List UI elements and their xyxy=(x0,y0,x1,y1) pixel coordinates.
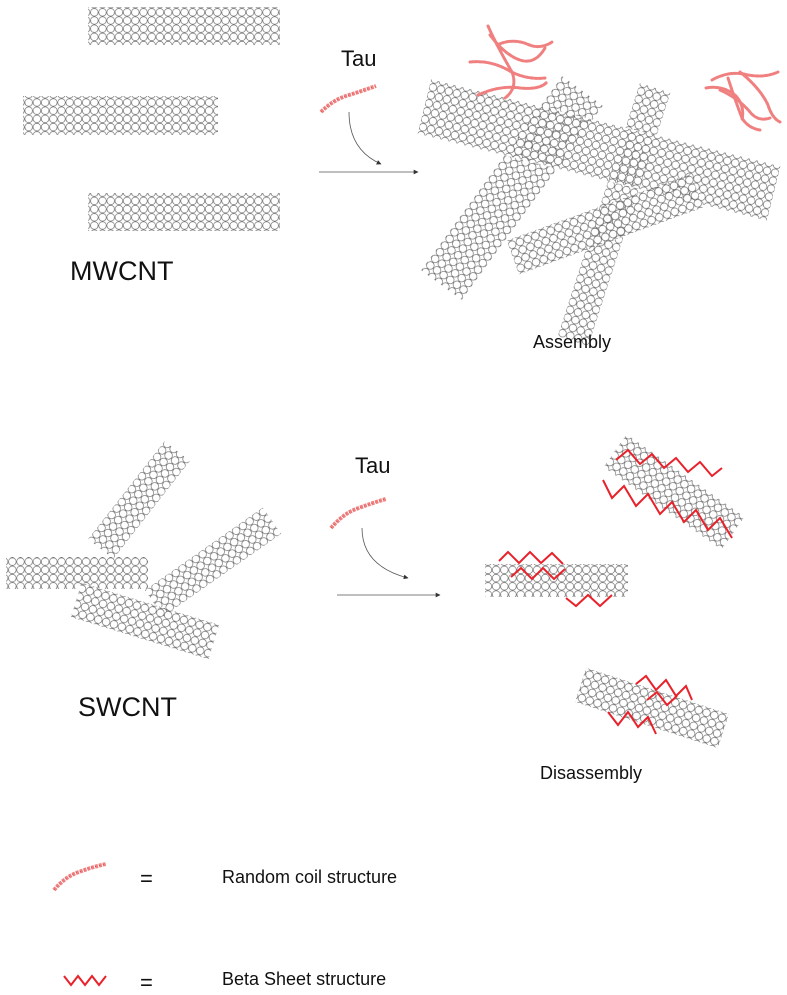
legend-equals-sign: = xyxy=(140,970,153,995)
swcnt-tube xyxy=(88,441,190,559)
beta-sheet xyxy=(510,566,566,581)
mwcnt-tube xyxy=(88,7,280,45)
assembly-tube xyxy=(417,79,781,221)
bottom-tau-label: Tau xyxy=(355,453,391,478)
mwcnt-label: MWCNT xyxy=(70,256,174,286)
beta-sheet xyxy=(565,593,613,608)
legend-equals-sign: = xyxy=(140,866,153,891)
mwcnt-tubes xyxy=(23,7,280,231)
beta-sheets xyxy=(498,448,733,735)
assembly-tube xyxy=(506,173,704,275)
top-curved-arrow xyxy=(348,111,382,165)
random-coil-icon xyxy=(52,862,107,892)
random-coil-icon xyxy=(329,497,387,530)
disassembly-tube xyxy=(575,667,729,749)
bottom-curved-arrow xyxy=(361,527,409,580)
swcnt-tube xyxy=(144,507,282,617)
assembly-label: Assembly xyxy=(533,332,612,352)
disassembly-label: Disassembly xyxy=(540,763,643,783)
beta-sheet xyxy=(498,550,564,565)
random-coil-icon xyxy=(319,84,377,114)
legend-random-coil-label: Random coil structure xyxy=(222,867,398,887)
beta-sheet xyxy=(646,690,678,707)
bottom-tau-coil xyxy=(329,497,387,530)
top-tau-label: Tau xyxy=(341,46,377,71)
mwcnt-tube xyxy=(23,96,218,135)
disassembly-tubes xyxy=(485,434,745,749)
beta-sheet xyxy=(635,674,693,701)
assembly-tubes xyxy=(417,76,781,346)
beta-sheet xyxy=(615,448,723,478)
disassembly-tube xyxy=(485,564,628,597)
beta-sheet-icon xyxy=(63,974,107,987)
beta-sheet xyxy=(602,479,733,539)
assembly-coils xyxy=(468,24,782,132)
swcnt-tube xyxy=(6,557,148,589)
top-tau-coil xyxy=(319,84,377,114)
legend-beta-sheet-label: Beta Sheet structure xyxy=(222,969,387,989)
mwcnt-tube xyxy=(88,193,280,231)
legend-random-coil-symbol xyxy=(52,862,107,892)
swcnt-label: SWCNT xyxy=(78,692,177,722)
beta-sheet xyxy=(607,710,657,735)
swcnt-tubes xyxy=(6,441,282,660)
swcnt-tube xyxy=(70,582,220,660)
